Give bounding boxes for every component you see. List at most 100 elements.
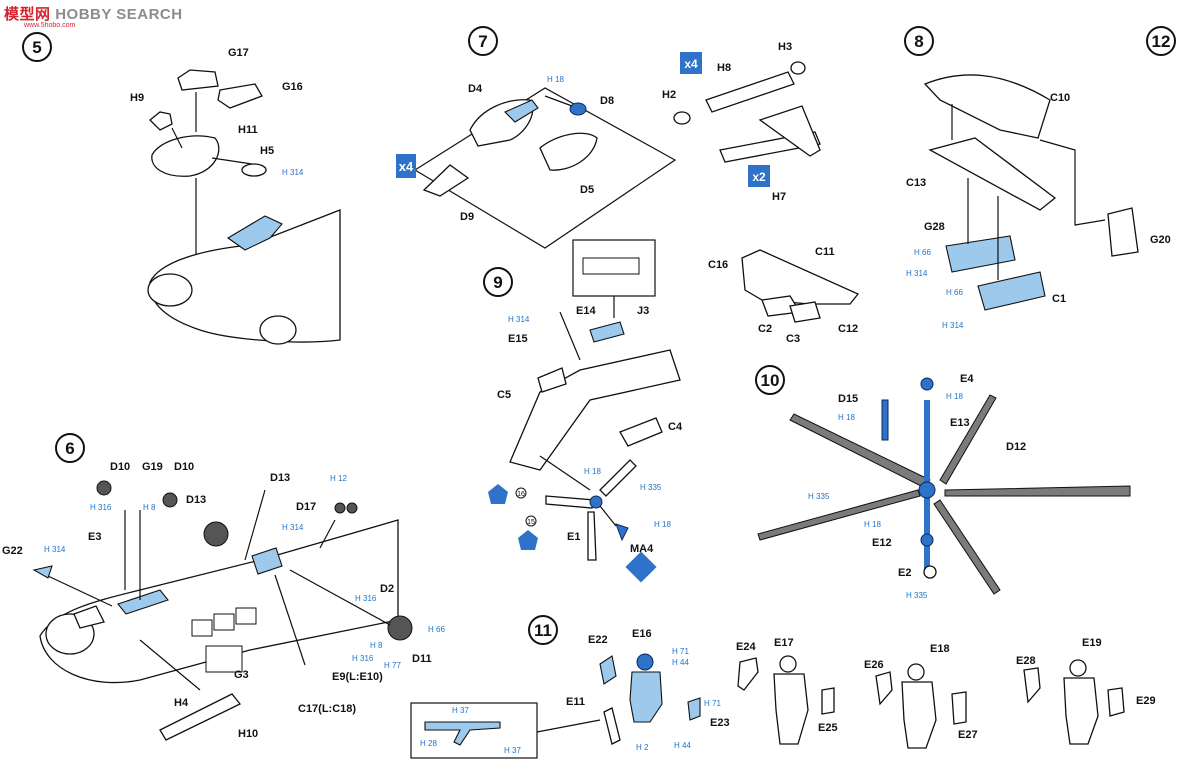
- label-e9: E9(L:E10): [332, 671, 383, 683]
- paint-h44-a: H 44: [672, 658, 689, 667]
- part-e25: [821, 687, 835, 715]
- window-blue-6b: [251, 547, 283, 575]
- paint-h314-f: H 314: [282, 523, 304, 532]
- multiplier-x4-2: x4: [684, 57, 698, 71]
- paint-h316-c: H 316: [352, 654, 374, 663]
- label-e3: E3: [88, 531, 101, 543]
- label-c12: C12: [838, 323, 858, 335]
- paint-h44-b: H 44: [674, 741, 691, 750]
- paint-h314-5: H 314: [282, 168, 304, 177]
- part-c11: [741, 249, 860, 305]
- label-e4: E4: [960, 373, 974, 385]
- detail-j3-shape: [582, 257, 640, 275]
- step-number-10: 10: [761, 371, 780, 390]
- rotor-blade-4: [933, 499, 1001, 595]
- label-c17: C17(L:C18): [298, 703, 356, 715]
- part-g16: [217, 83, 263, 109]
- label-c3: C3: [786, 333, 800, 345]
- part-e12: [920, 533, 934, 547]
- paint-h18-7: H 18: [547, 75, 564, 84]
- paint-h18-f: H 18: [864, 520, 881, 529]
- watermark-cn: 模型网: [4, 6, 51, 23]
- part-e2: [923, 565, 937, 579]
- label-h5: H5: [260, 145, 274, 157]
- label-d11: D11: [412, 653, 432, 665]
- paint-h71-b: H 71: [704, 699, 721, 708]
- figure-e19-body: [1063, 677, 1099, 745]
- label-c16: C16: [708, 259, 728, 271]
- label-d8: D8: [600, 95, 614, 107]
- label-d10-a: D10: [110, 461, 130, 473]
- step-5: 5 G17 G16 H9 H11 H5 H 314: [22, 32, 341, 345]
- side-window-1: [191, 619, 213, 637]
- part-e22: [599, 655, 617, 685]
- label-h3: H3: [778, 41, 792, 53]
- label-d17: D17: [296, 501, 316, 513]
- label-d4: D4: [468, 83, 483, 95]
- label-c5: C5: [497, 389, 511, 401]
- paint-h18-c: H 18: [654, 520, 671, 529]
- figure-e18-head: [907, 663, 925, 681]
- star-insignia-16: [488, 484, 508, 504]
- label-e26: E26: [864, 659, 884, 671]
- step-8: 8 C10 C13 G28 G20 C1 H 66 H 314 H 66 H 3…: [904, 26, 1171, 330]
- step-number-8: 8: [914, 32, 923, 51]
- tail-hub: [589, 495, 603, 509]
- label-c4: C4: [668, 421, 683, 433]
- label-d13-a: D13: [186, 494, 206, 506]
- label-g28: G28: [924, 221, 945, 233]
- label-h8: H8: [717, 62, 731, 74]
- label-e23: E23: [710, 717, 730, 729]
- label-h7: H7: [772, 191, 786, 203]
- figure-e18-body: [901, 681, 937, 749]
- label-j3: J3: [637, 305, 649, 317]
- label-c2: C2: [758, 323, 772, 335]
- step-number-6: 6: [65, 439, 74, 458]
- part-c3: [789, 301, 821, 323]
- step-number-5: 5: [32, 38, 41, 57]
- figure-e17-body: [773, 673, 809, 745]
- paint-h314-e: H 314: [44, 545, 66, 554]
- label-c10: C10: [1050, 92, 1070, 104]
- label-d15: D15: [838, 393, 858, 405]
- paint-h335-c: H 335: [906, 591, 928, 600]
- step-badge-6: [55, 433, 85, 463]
- part-h8: [705, 71, 795, 113]
- figure-e19: [1023, 659, 1125, 745]
- star-insignia-15: [518, 530, 538, 550]
- paint-h66-c: H 66: [428, 625, 445, 634]
- paint-h66-a: H 66: [914, 248, 931, 257]
- part-c13: [928, 137, 1057, 211]
- figure-e16-head: [636, 653, 654, 671]
- step-number-12: 12: [1152, 32, 1171, 51]
- label-h2: H2: [662, 89, 676, 101]
- label-e17: E17: [774, 637, 794, 649]
- label-g16: G16: [282, 81, 303, 93]
- part-g20: [1107, 207, 1139, 257]
- step-9: 9 16 15 E14 J3 E15 C5 C4 E1 MA4 H 314 H …: [483, 239, 683, 583]
- figure-e19-head: [1069, 659, 1087, 677]
- figure-e17: [737, 655, 835, 745]
- label-e15: E15: [508, 333, 528, 345]
- label-h10: H10: [238, 728, 258, 740]
- part-d10-right: [162, 492, 178, 508]
- paint-h314-d: H 314: [508, 315, 530, 324]
- label-ma4: MA4: [630, 543, 654, 555]
- paint-h18-b: H 18: [584, 467, 601, 476]
- paint-h335-b: H 335: [808, 492, 830, 501]
- paint-h8-a: H 8: [143, 503, 156, 512]
- part-c5: [537, 367, 567, 393]
- decal-15: 15: [527, 519, 535, 526]
- step-7-engine: x4 x2 H3 H8 H2 H7: [662, 41, 821, 203]
- part-e4: [920, 377, 934, 391]
- step-badge-9: [483, 267, 513, 297]
- multiplier-badge-3: [748, 165, 770, 187]
- step-badge-7: [468, 26, 498, 56]
- figure-e18: [875, 663, 967, 749]
- label-d5: D5: [580, 184, 594, 196]
- diamond-insignia: [625, 551, 657, 583]
- label-g3: G3: [234, 669, 249, 681]
- tail-rotor-9: [545, 459, 637, 561]
- engine-intake-5: [259, 315, 297, 345]
